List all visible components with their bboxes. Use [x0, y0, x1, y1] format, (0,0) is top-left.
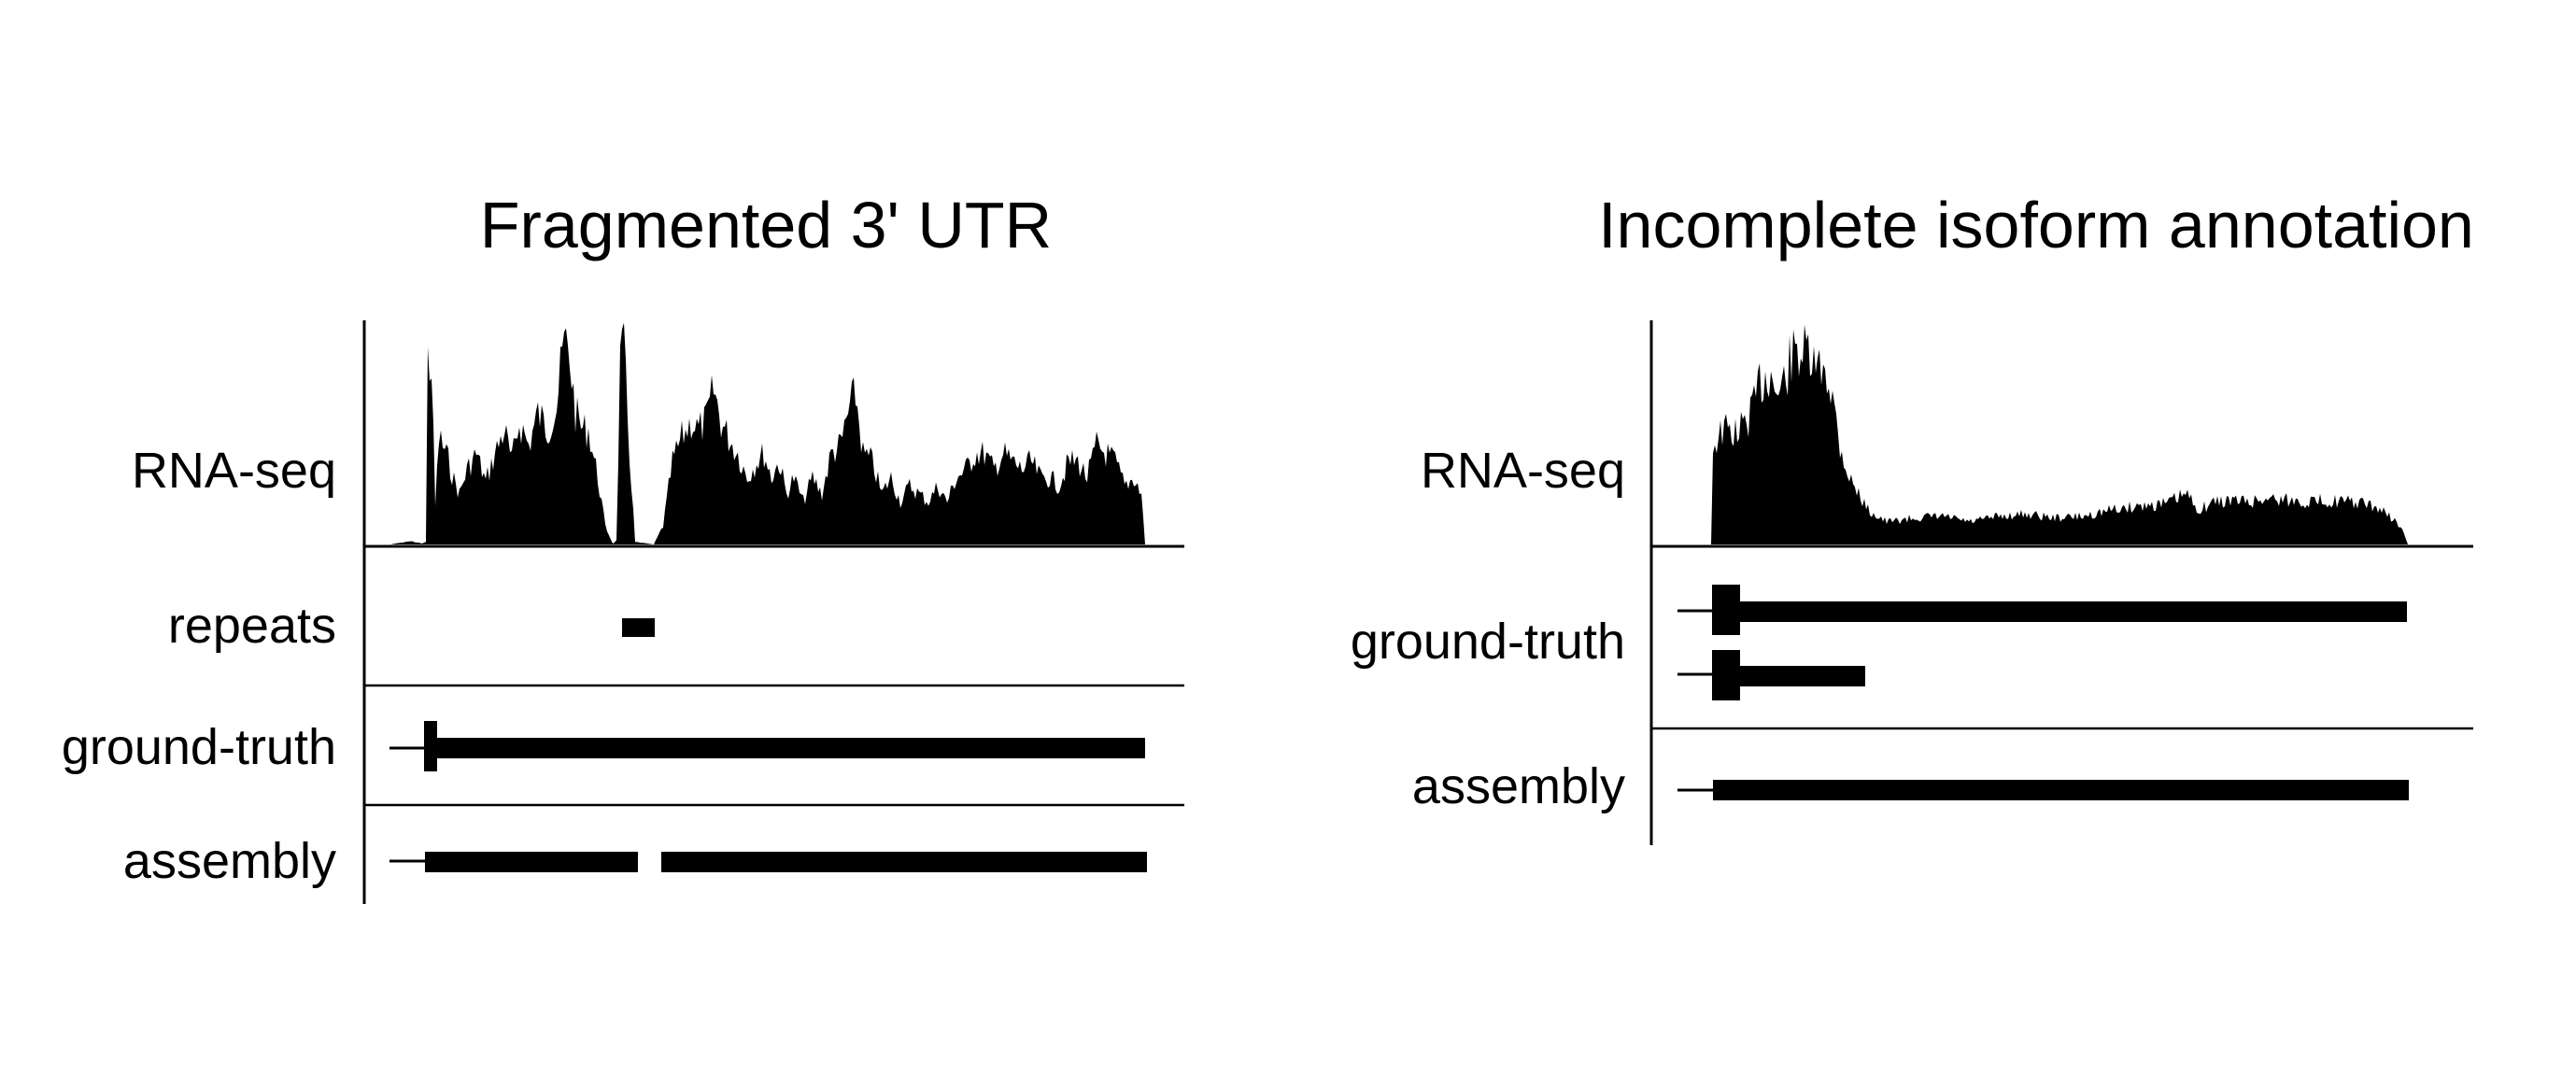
left-assembly-fragment-1	[425, 852, 638, 872]
right-label-groundtruth: ground-truth	[1351, 614, 1625, 670]
left-label-repeats: repeats	[168, 598, 336, 654]
right-groundtruth-isoform1-utr	[1737, 601, 2407, 622]
left-groundtruth-utr	[435, 738, 1145, 758]
left-groundtruth-cds-exon	[424, 721, 437, 771]
right-assembly-transcript	[1713, 780, 2409, 800]
right-groundtruth-isoform2-cds-exon	[1712, 650, 1740, 700]
left-label-groundtruth: ground-truth	[62, 719, 336, 775]
left-rnaseq-coverage	[390, 322, 1145, 544]
left-repeat-element	[622, 618, 655, 637]
panel-left: Fragmented 3' UTR RNA-seq repeats ground…	[62, 189, 1184, 904]
panel-left-title: Fragmented 3' UTR	[480, 189, 1052, 261]
left-assembly-fragment-2	[661, 852, 1147, 872]
right-groundtruth-isoform2-utr	[1737, 666, 1865, 686]
left-label-rnaseq: RNA-seq	[132, 443, 336, 499]
right-label-assembly: assembly	[1412, 758, 1625, 814]
right-label-rnaseq: RNA-seq	[1421, 443, 1625, 499]
panel-right: Incomplete isoform annotation RNA-seq gr…	[1351, 189, 2474, 845]
right-groundtruth-isoform1-cds-exon	[1712, 585, 1740, 635]
panel-right-title: Incomplete isoform annotation	[1598, 189, 2474, 261]
right-rnaseq-coverage	[1711, 324, 2408, 544]
left-label-assembly: assembly	[123, 833, 336, 889]
